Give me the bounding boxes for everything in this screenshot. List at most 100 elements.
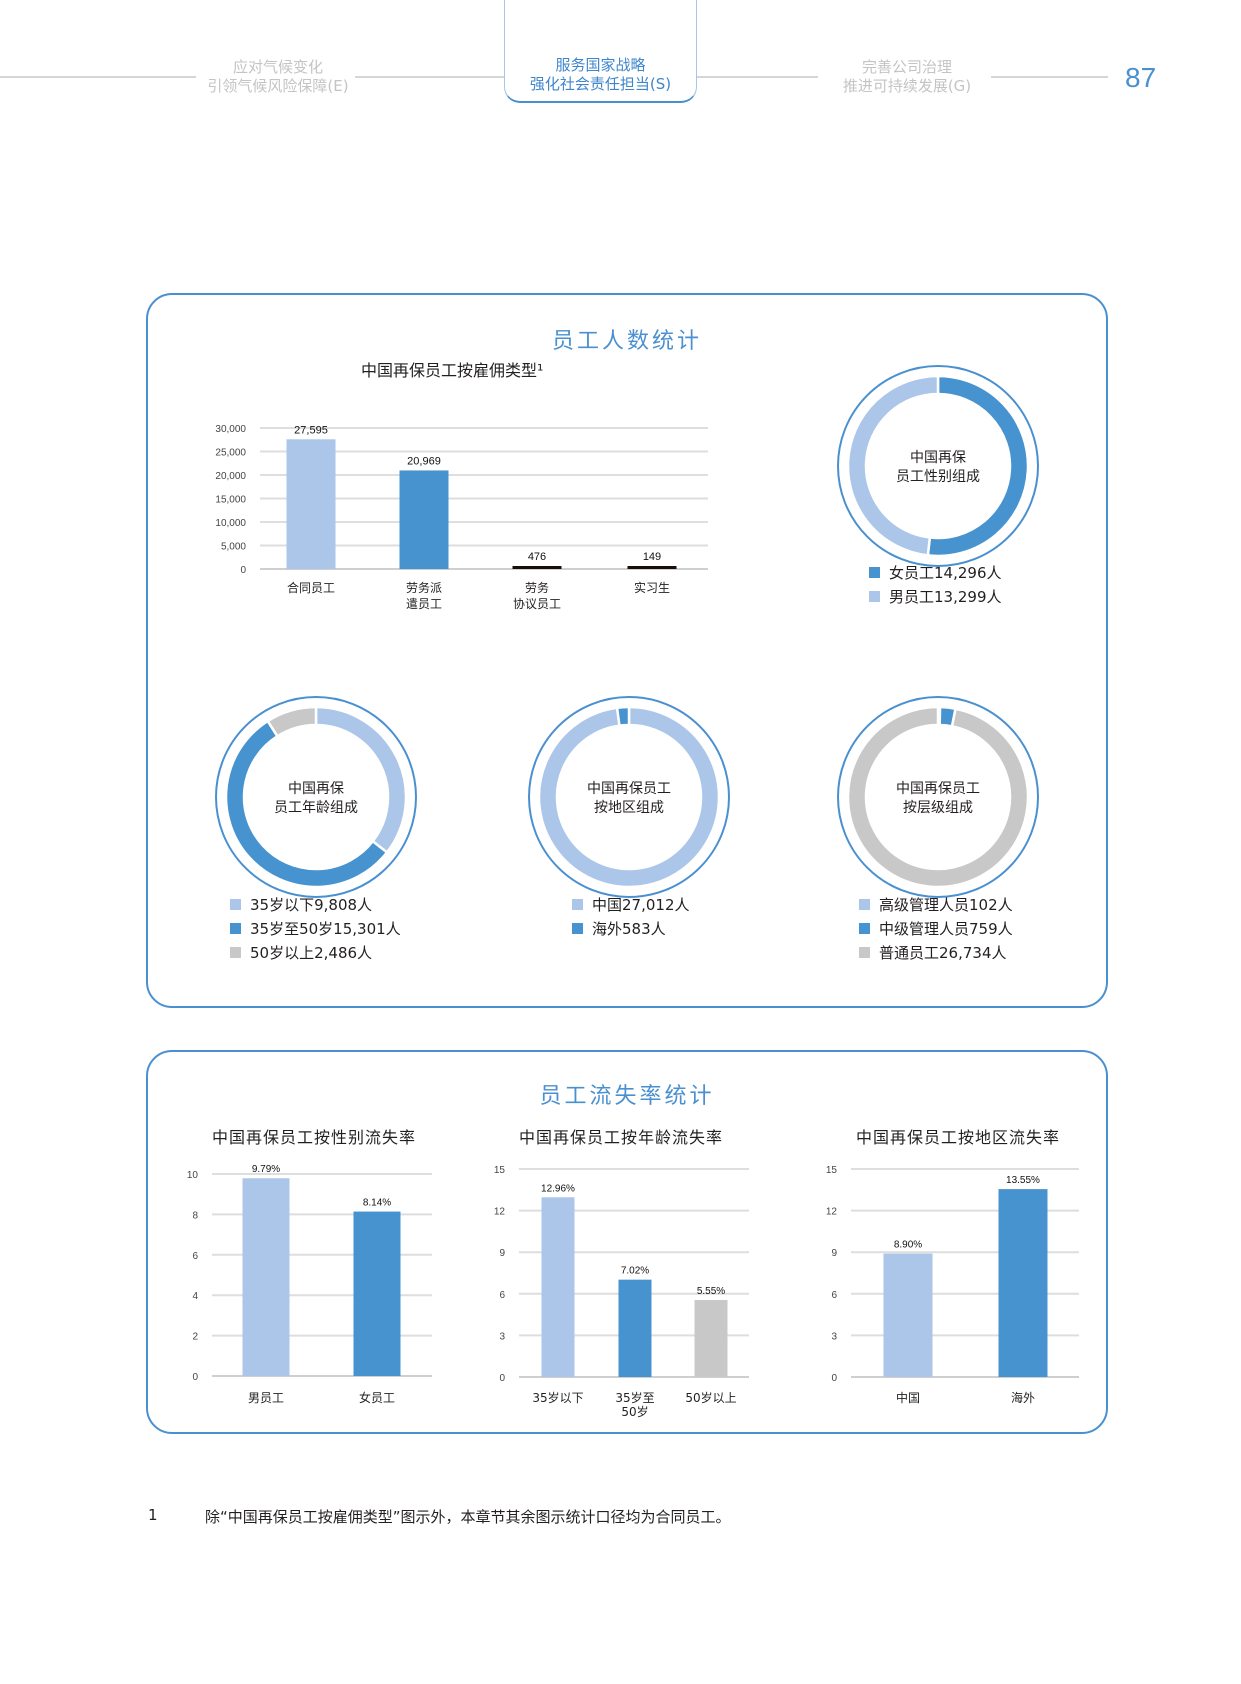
data-label: 20,969 — [407, 455, 441, 467]
page-number: 87 — [1125, 62, 1157, 93]
legend-swatch — [572, 923, 583, 934]
headcount-panel: 员工人数统计 — [146, 293, 1108, 1008]
data-label: 9.79% — [252, 1164, 280, 1175]
legend-label: 35岁至50岁15,301人 — [250, 920, 401, 938]
turnover-panel: 员工流失率统计 — [146, 1050, 1108, 1434]
donut-slice-普通员工 — [846, 705, 1030, 889]
x-category-label: 35岁以下 — [532, 1390, 583, 1405]
data-label: 13.55% — [1006, 1175, 1040, 1186]
donut-slice-50岁以上 — [266, 705, 318, 738]
y-tick-label: 9 — [499, 1248, 505, 1259]
bar-turn_region — [998, 1189, 1048, 1377]
nav-tab-governance[interactable]: 完善公司治理 推进可持续发展(G) — [797, 58, 1017, 96]
donut-slice-男员工 — [846, 374, 940, 557]
legend-swatch — [859, 947, 870, 958]
legend-label: 女员工14,296人 — [889, 564, 1002, 582]
y-tick-label: 4 — [192, 1291, 198, 1302]
nav-line: 完善公司治理 — [861, 58, 952, 76]
x-category-label: 男员工 — [248, 1391, 284, 1405]
legend-label: 35岁以下9,808人 — [250, 896, 372, 914]
y-tick-label: 30,000 — [215, 424, 246, 435]
y-tick-label: 0 — [192, 1372, 198, 1383]
x-category-label: 50岁 — [621, 1404, 648, 1419]
header-divider — [697, 76, 818, 78]
section-title: 员工流失率统计 — [539, 1084, 715, 1109]
donut-slice-35岁以下 — [314, 705, 408, 855]
data-label: 12.96% — [541, 1183, 575, 1194]
y-tick-label: 12 — [494, 1207, 506, 1218]
y-tick-label: 6 — [831, 1290, 837, 1301]
nav-line: 应对气候变化 — [232, 58, 323, 76]
donut-center-label: 中国再保 — [910, 450, 966, 466]
y-tick-label: 15 — [494, 1165, 506, 1176]
legend-label: 高级管理人员102人 — [879, 896, 1013, 914]
bar-employment — [399, 470, 449, 569]
bar-turn_gender — [353, 1211, 401, 1376]
bar-employment — [512, 566, 562, 569]
y-tick-label: 20,000 — [215, 471, 246, 482]
y-tick-label: 0 — [831, 1373, 837, 1384]
nav-line: 推进可持续发展(G) — [842, 77, 972, 95]
nav-line: 引领气候风险保障(E) — [207, 77, 349, 95]
donut-outline — [837, 365, 1039, 567]
y-tick-label: 10 — [187, 1170, 199, 1181]
legend-label: 50岁以上2,486人 — [250, 944, 372, 962]
x-category-label: 劳务 — [525, 580, 549, 595]
y-tick-label: 15 — [826, 1165, 838, 1176]
donut-outline — [837, 696, 1039, 898]
data-label: 8.14% — [363, 1198, 391, 1209]
data-label: 149 — [643, 551, 661, 563]
donut-outline — [528, 696, 730, 898]
legend-swatch — [859, 923, 870, 934]
x-category-label: 劳务派 — [406, 580, 442, 595]
nav-line: 服务国家战略 — [555, 56, 646, 74]
y-tick-label: 0 — [499, 1373, 505, 1384]
x-category-label: 合同员工 — [287, 580, 335, 595]
x-category-label: 女员工 — [359, 1390, 395, 1405]
bar-turn_age — [541, 1197, 575, 1377]
bar-turn_gender — [242, 1178, 290, 1376]
data-label: 476 — [528, 551, 546, 563]
x-category-label: 50岁以上 — [685, 1390, 736, 1405]
chart-title: 中国再保员工按性别流失率 — [211, 1128, 416, 1147]
section-title: 员工人数统计 — [551, 329, 702, 354]
legend-swatch — [230, 899, 241, 910]
y-tick-label: 8 — [192, 1210, 198, 1221]
bar-turn_region — [883, 1253, 933, 1377]
y-tick-label: 15,000 — [215, 495, 246, 506]
donut-center-label: 中国再保员工 — [587, 781, 671, 797]
legend-swatch — [869, 567, 880, 578]
footnote-text: 除“中国再保员工按雇佣类型”图示外，本章节其余图示统计口径均为合同员工。 — [205, 1508, 731, 1526]
y-tick-label: 6 — [499, 1290, 505, 1301]
header-divider — [355, 76, 504, 78]
legend-swatch — [572, 899, 583, 910]
data-label: 27,595 — [294, 424, 328, 436]
y-tick-label: 3 — [499, 1331, 505, 1342]
y-tick-label: 9 — [831, 1248, 837, 1259]
x-category-label: 实习生 — [634, 580, 670, 595]
data-label: 8.90% — [894, 1240, 922, 1251]
nav-line: 强化社会责任担当(S) — [529, 75, 672, 93]
nav-tab-social[interactable]: 服务国家战略 强化社会责任担当(S) — [504, 0, 697, 103]
y-tick-label: 3 — [831, 1331, 837, 1342]
bar-employment — [627, 566, 677, 569]
donut-slice-海外 — [615, 705, 631, 728]
donut-slice-中国 — [537, 705, 721, 889]
chart-title: 中国再保员工按雇佣类型¹ — [361, 361, 544, 380]
donut-outline — [215, 696, 417, 898]
donut-center-label: 按层级组成 — [903, 800, 973, 816]
x-category-label: 35岁至 — [615, 1390, 654, 1405]
donut-slice-女员工 — [926, 374, 1030, 558]
x-category-label: 中国 — [896, 1390, 920, 1405]
donut-center-label: 按地区组成 — [594, 800, 664, 816]
legend-swatch — [230, 947, 241, 958]
x-category-label: 遣员工 — [406, 596, 442, 611]
donut-center-label: 中国再保 — [288, 781, 344, 797]
data-label: 7.02% — [621, 1266, 649, 1277]
nav-tab-environment[interactable]: 应对气候变化 引领气候风险保障(E) — [168, 58, 388, 96]
legend-label: 海外583人 — [592, 920, 666, 938]
y-tick-label: 2 — [192, 1332, 198, 1343]
legend-label: 中国27,012人 — [592, 896, 690, 914]
y-tick-label: 25,000 — [215, 448, 246, 459]
y-tick-label: 6 — [192, 1251, 198, 1262]
